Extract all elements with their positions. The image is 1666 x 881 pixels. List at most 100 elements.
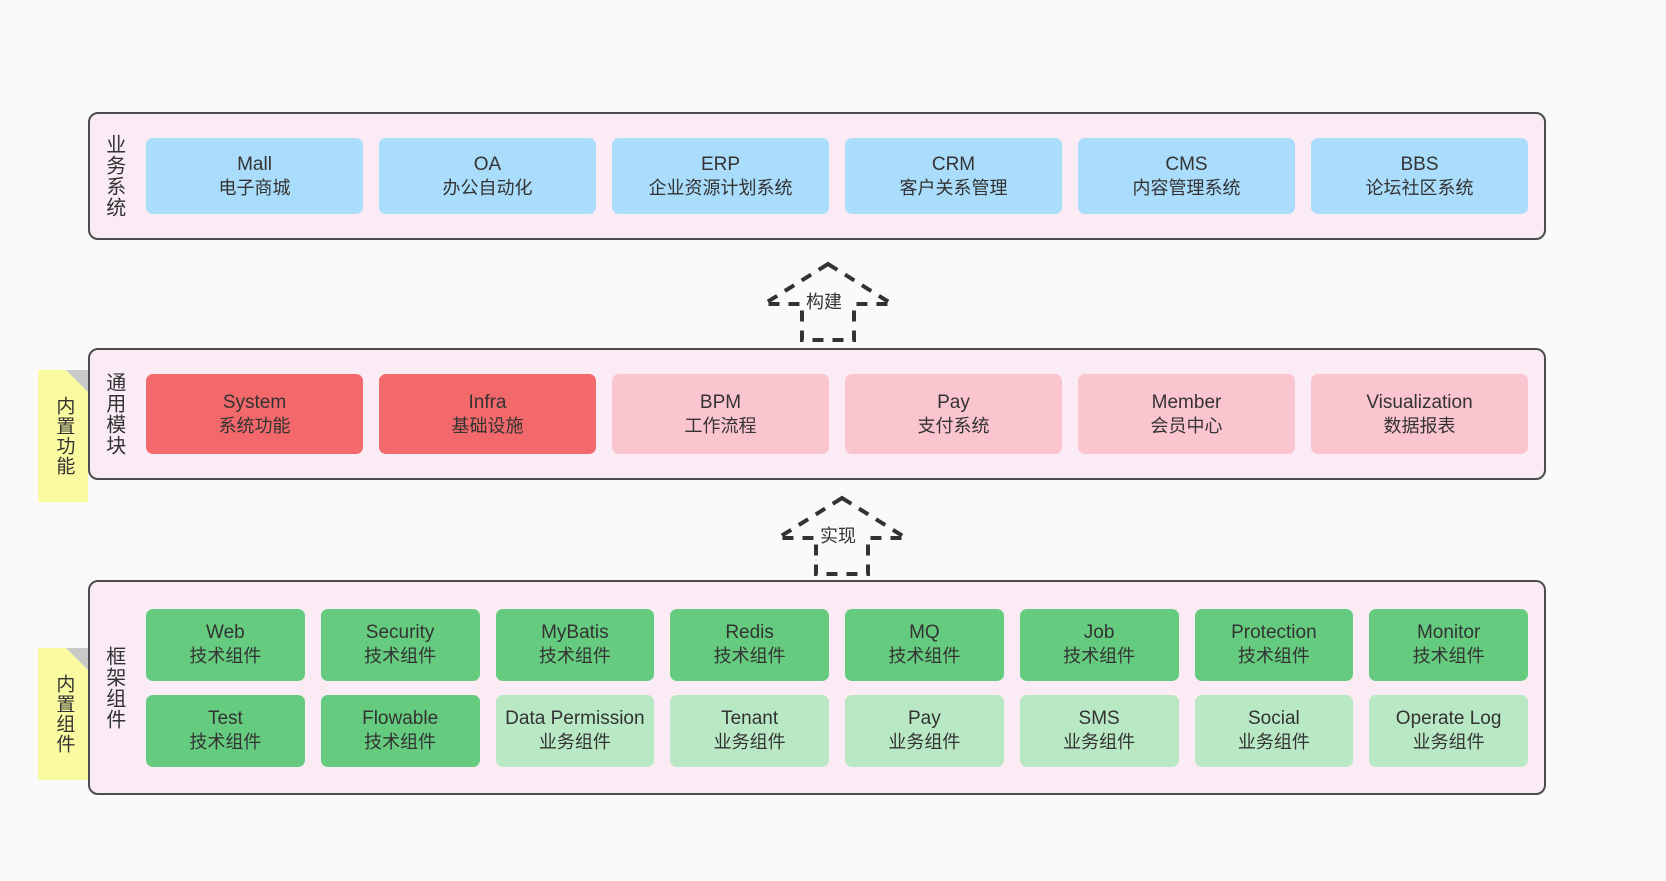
builtin-function-note-text: 内置功能 — [53, 396, 75, 476]
card-subtitle: 技术组件 — [364, 732, 437, 753]
card-title: ERP — [700, 153, 741, 175]
card-subtitle: 内容管理系统 — [1132, 177, 1241, 198]
card-subtitle: 业务组件 — [888, 732, 961, 753]
implement-arrow-shape — [771, 495, 913, 576]
builtin-function-note: 内置功能 — [38, 370, 88, 502]
card-subtitle: 系统功能 — [218, 415, 291, 436]
card-subtitle: 技术组件 — [189, 646, 262, 667]
card-title: Infra — [468, 391, 507, 413]
builtin-component-note: 内置组件 — [38, 648, 88, 780]
card-subtitle: 技术组件 — [364, 646, 437, 667]
implement-arrow-label: 实现 — [820, 526, 856, 546]
card-subtitle: 技术组件 — [1063, 646, 1136, 667]
card-title: Pay — [937, 391, 970, 413]
card-title: Tenant — [721, 708, 779, 730]
card-title: BBS — [1400, 153, 1439, 175]
card-subtitle: 技术组件 — [1237, 646, 1310, 667]
card-subtitle: 工作流程 — [684, 415, 757, 436]
card-subtitle: 业务组件 — [1412, 732, 1485, 753]
card-title: Data Permission — [505, 708, 645, 730]
card-subtitle: 技术组件 — [713, 646, 786, 667]
card-subtitle: 技术组件 — [538, 646, 611, 667]
card-title: Monitor — [1416, 622, 1481, 644]
card-subtitle: 技术组件 — [888, 646, 961, 667]
card-title: Job — [1083, 622, 1115, 644]
card-title: Flowable — [362, 708, 439, 730]
card-subtitle: 会员中心 — [1150, 415, 1223, 436]
module-layer-title: 通用模块 — [102, 372, 125, 456]
card-title: SMS — [1078, 708, 1120, 730]
card-subtitle: 技术组件 — [1412, 646, 1485, 667]
card-subtitle: 电子商城 — [218, 177, 291, 198]
card-title: Pay — [908, 708, 941, 730]
card-title: CRM — [931, 153, 976, 175]
card-title: Visualization — [1366, 391, 1473, 413]
card-subtitle: 业务组件 — [538, 732, 611, 753]
card-title: Web — [206, 622, 245, 644]
card-subtitle: 企业资源计划系统 — [648, 177, 793, 198]
card-title: OA — [473, 153, 502, 175]
card-title: Member — [1151, 391, 1222, 413]
card-title: Security — [365, 622, 435, 644]
card-subtitle: 技术组件 — [189, 732, 262, 753]
card-subtitle: 业务组件 — [1063, 732, 1136, 753]
card-subtitle: 办公自动化 — [442, 177, 533, 198]
card-subtitle: 数据报表 — [1383, 415, 1456, 436]
card-title: Social — [1248, 708, 1300, 730]
business-layer-title: 业务系统 — [102, 134, 125, 218]
card-subtitle: 论坛社区系统 — [1365, 177, 1474, 198]
card-title: MQ — [909, 622, 940, 644]
card-title: Redis — [725, 622, 774, 644]
card-title: Protection — [1231, 622, 1317, 644]
card-title: CMS — [1165, 153, 1208, 175]
build-arrow: 构建 — [757, 258, 899, 344]
card-subtitle: 支付系统 — [917, 415, 990, 436]
card-title: Mall — [237, 153, 272, 175]
builtin-component-note-text: 内置组件 — [53, 674, 75, 754]
card-subtitle: 客户关系管理 — [899, 177, 1008, 198]
card-subtitle: 基础设施 — [451, 415, 524, 436]
framework-layer-title: 框架组件 — [102, 645, 125, 730]
build-arrow-shape — [757, 261, 899, 342]
card-subtitle: 业务组件 — [1237, 732, 1310, 753]
implement-arrow: 实现 — [771, 492, 913, 578]
card-title: Operate Log — [1395, 708, 1502, 730]
card-title: BPM — [699, 391, 742, 413]
